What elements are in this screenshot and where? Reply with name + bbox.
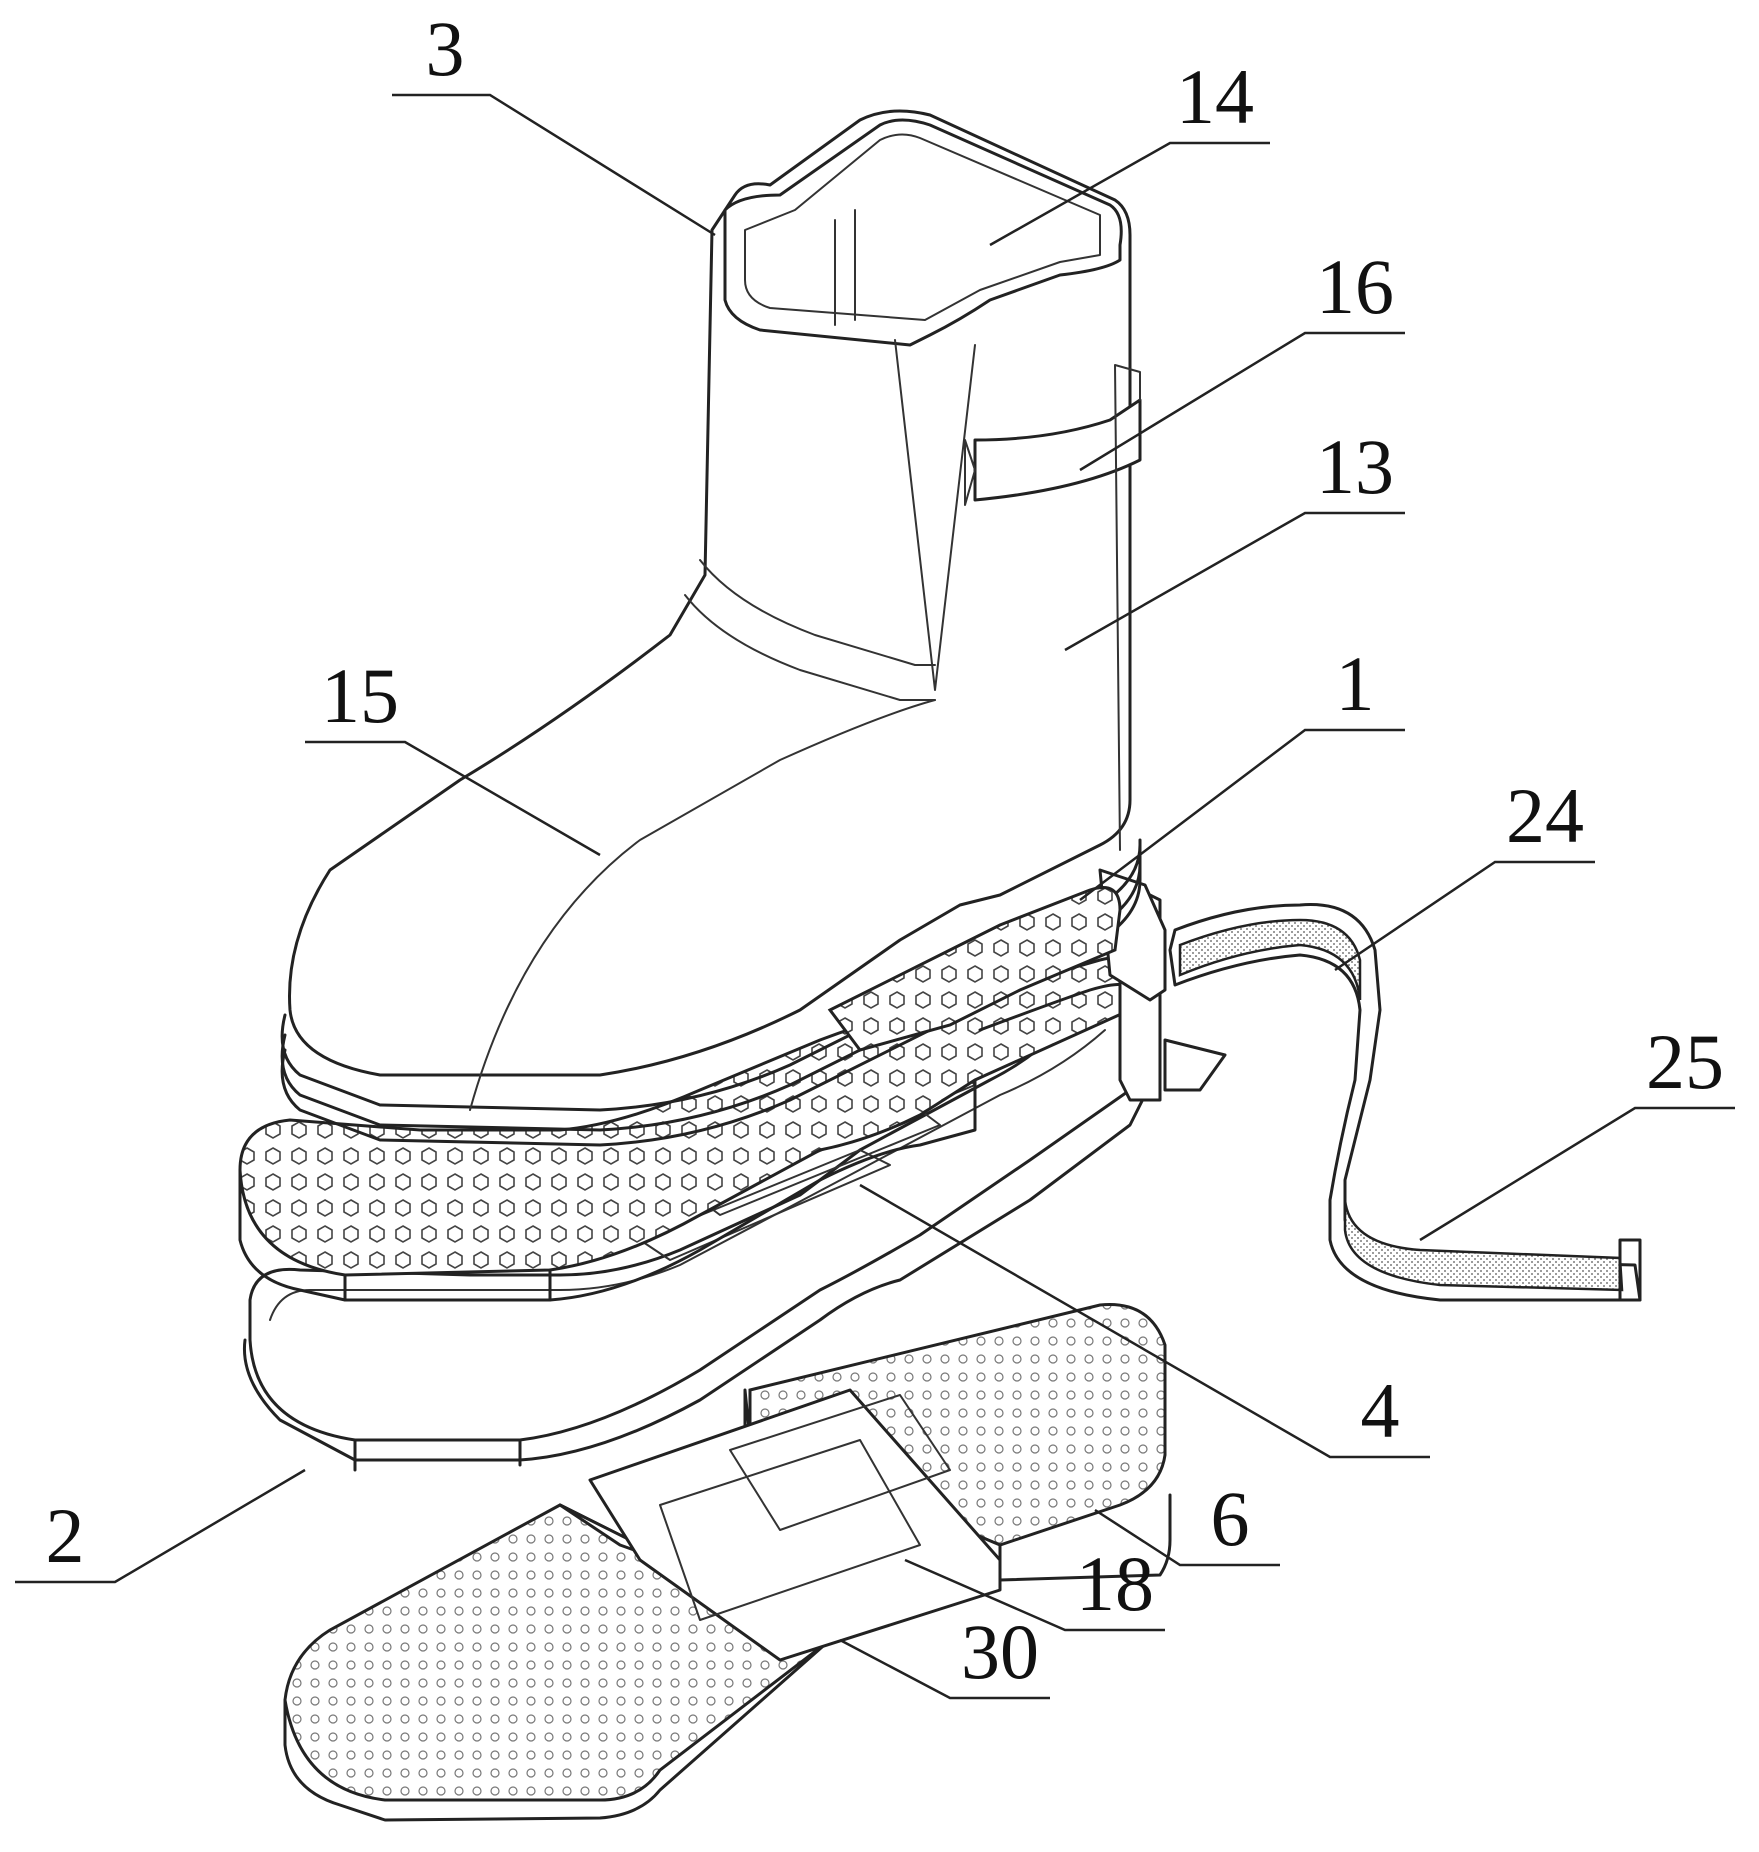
callout-18: 18: [1076, 1540, 1154, 1627]
connecting-strip: [588, 1388, 1002, 1662]
callout-13: 13: [1316, 423, 1394, 510]
callout-15: 15: [321, 652, 399, 739]
fastening-strap: [1168, 903, 1642, 1302]
boot-body: [280, 109, 1142, 1147]
callout-30: 30: [961, 1608, 1039, 1695]
heel-tray-and-clip: [978, 868, 1227, 1102]
callout-2: 2: [46, 1492, 85, 1579]
callout-16: 16: [1316, 243, 1394, 330]
callout-4: 4: [1361, 1367, 1400, 1454]
callout-6: 6: [1211, 1475, 1250, 1562]
callout-labels: 3 14 16 13 15 1 24 25 4 6 18 2 30: [46, 5, 1725, 1695]
callout-24: 24: [1506, 772, 1584, 859]
callout-1: 1: [1336, 640, 1375, 727]
callout-25: 25: [1646, 1018, 1724, 1105]
callout-14: 14: [1176, 53, 1254, 140]
heel-insole-pad: [827, 886, 1122, 1052]
leader-lines: [15, 93, 1735, 1700]
callout-3: 3: [426, 5, 465, 92]
